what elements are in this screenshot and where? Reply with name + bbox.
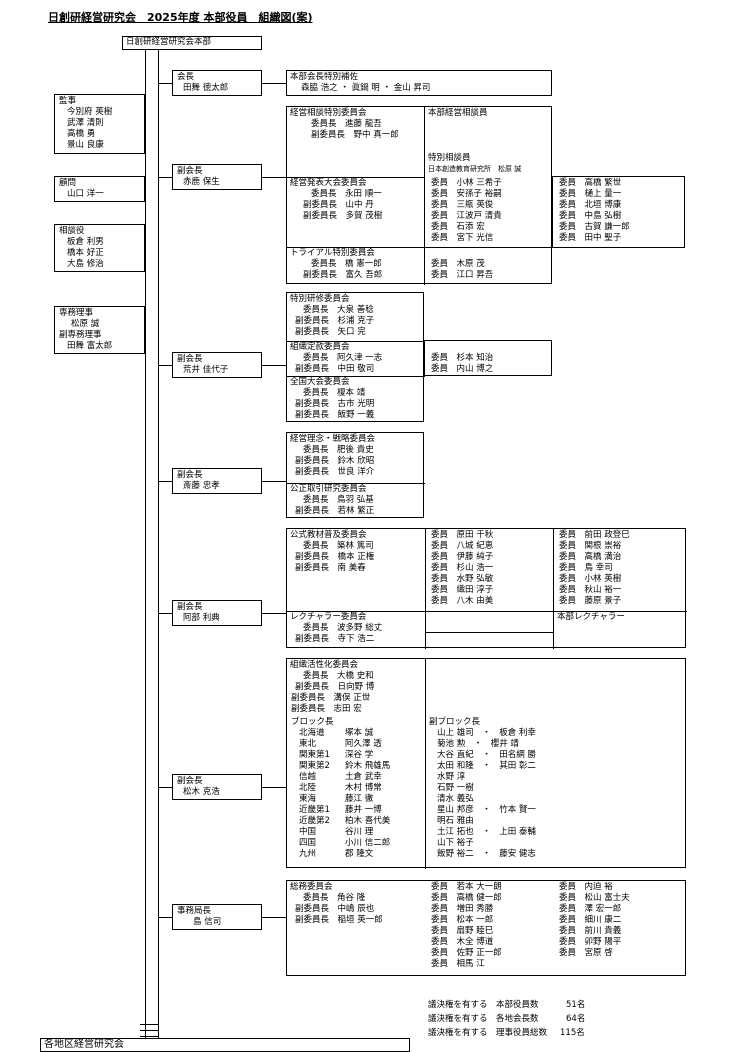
g2-box: 経営相談特別委員会 委員長 進藤 龍吾 副委員長 野中 真一郎 本部経営相談員 … bbox=[286, 106, 553, 285]
conn bbox=[158, 365, 172, 366]
divider bbox=[287, 611, 687, 612]
officer-jimukyoku: 事務局長 島 信司 bbox=[172, 904, 262, 930]
divider bbox=[425, 632, 553, 633]
komon-box: 顧問 山口 洋一 bbox=[54, 176, 145, 202]
page-title: 日創研経営研究会 2025年度 本部役員 組織図(案) bbox=[48, 11, 313, 24]
officer-kaicho: 会長 田舞 徳太郎 bbox=[172, 70, 262, 96]
hq-label: 日創研経営研究会本部 bbox=[126, 37, 212, 47]
divider bbox=[287, 341, 425, 342]
conn bbox=[158, 613, 172, 614]
conn bbox=[262, 481, 286, 482]
divider bbox=[424, 107, 425, 285]
divider bbox=[287, 376, 425, 377]
divider bbox=[553, 529, 554, 649]
conn bbox=[262, 365, 286, 366]
footer-value-3: 115名 bbox=[560, 1028, 585, 1038]
kanji-box: 監事 今別府 英樹 武澤 清則 高橋 勇 景山 良康 bbox=[54, 94, 145, 154]
conn bbox=[262, 177, 286, 178]
trunk-line-2 bbox=[158, 50, 159, 1038]
g3-box: 特別研修委員会 委員長 大泉 善稔 副委員長 杉浦 克子 副委員長 矢口 完 組… bbox=[286, 292, 425, 422]
footer-label-2: 議決権を有する 各地会長数 bbox=[428, 1014, 539, 1024]
divider bbox=[287, 177, 424, 178]
g7-box: 総務委員会 委員長 角谷 隆 副委員長 中嶋 辰也 副委員長 稲垣 英一郎 委員… bbox=[286, 880, 686, 976]
conn bbox=[262, 613, 286, 614]
divider bbox=[287, 483, 425, 484]
conn bbox=[158, 177, 172, 178]
trunk-line bbox=[145, 50, 146, 1038]
g6-box: 組織活性化委員会 委員長 大橋 史和 副委員長 日向野 博 副委員長 溝俣 正世… bbox=[286, 658, 686, 869]
divider bbox=[425, 529, 426, 649]
conn bbox=[158, 481, 172, 482]
bottom-label: 各地区経営研究会 bbox=[44, 1039, 124, 1050]
footer-label-3: 議決権を有する 理事役員総数 bbox=[428, 1028, 548, 1038]
conn bbox=[158, 917, 172, 918]
senmu-box: 専務理事 松原 誠 副専務理事 田舞 富太郎 bbox=[54, 306, 145, 354]
g3-teikan-m: 委員 杉本 知治 委員 内山 博之 bbox=[424, 340, 552, 376]
footer-value-2: 64名 bbox=[566, 1014, 586, 1024]
divider bbox=[287, 247, 553, 248]
conn bbox=[262, 787, 286, 788]
conn bbox=[262, 83, 286, 84]
footer-value-1: 51名 bbox=[566, 1000, 586, 1010]
officer-fuku-3: 副会長 斎藤 忠孝 bbox=[172, 468, 262, 494]
officer-fuku-2: 副会長 荒井 佳代子 bbox=[172, 352, 262, 378]
g1-box: 本部会長特別補佐 森脇 浩之 ・ 眞鍋 明 ・ 金山 昇司 bbox=[286, 70, 552, 96]
officer-fuku-1: 副会長 赤鹿 保生 bbox=[172, 164, 262, 190]
conn bbox=[262, 917, 286, 918]
g2-happyo-m2: 委員 高橋 繁世 委員 樋上 量一 委員 北垣 博康 委員 中島 弘樹 委員 古… bbox=[552, 176, 685, 248]
officer-fuku-5: 副会長 松木 克浩 bbox=[172, 774, 262, 800]
g4-box: 経営理念・戦略委員会 委員長 肥後 貴史 副委員長 鈴木 欣昭 副委員長 世良 … bbox=[286, 432, 425, 518]
divider bbox=[425, 659, 426, 869]
sodan-box: 相談役 板倉 利男 橋本 好正 大島 修治 bbox=[54, 224, 145, 272]
conn bbox=[140, 1030, 158, 1031]
officer-fuku-4: 副会長 阿部 利典 bbox=[172, 600, 262, 626]
conn bbox=[140, 1024, 158, 1025]
footer-label-1: 議決権を有する 本部役員数 bbox=[428, 1000, 539, 1010]
hq-box: 日創研経営研究会本部 bbox=[122, 36, 262, 50]
conn bbox=[140, 1036, 158, 1037]
g5-box: 公式教材普及委員会 委員長 築林 篤司 副委員長 橋本 正権 副委員長 南 美春… bbox=[286, 528, 687, 649]
conn bbox=[158, 787, 172, 788]
conn bbox=[158, 83, 172, 84]
